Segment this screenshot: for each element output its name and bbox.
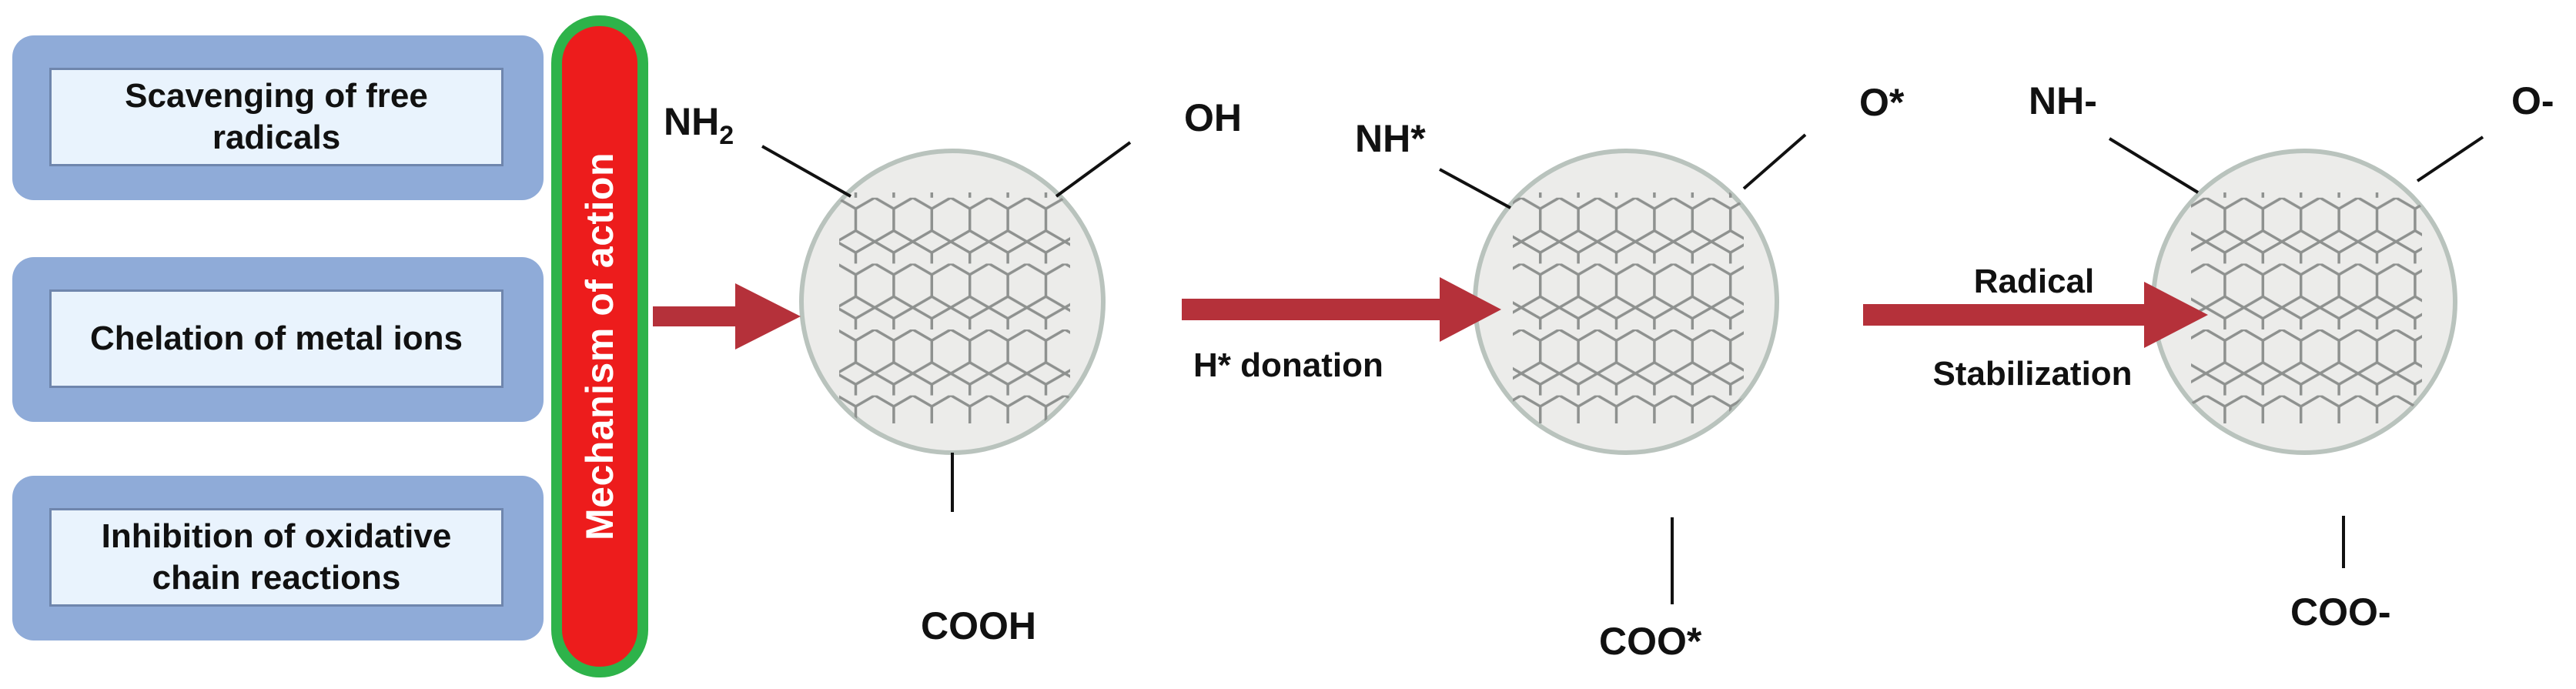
step-2-label-top: Radical (1974, 263, 2095, 300)
bond-1-upper-right (1055, 141, 1132, 198)
mechanism-label-chelation: Chelation of metal ions (49, 289, 503, 388)
bond-1-upper-left (761, 145, 851, 198)
bond-3-upper-left (2108, 137, 2200, 194)
step-1-label: H* donation (1193, 346, 1383, 384)
flow-arrow-3 (1863, 282, 2208, 348)
group-1-upper-left: NH2 (664, 100, 734, 150)
group-1-upper-right: OH (1184, 96, 1242, 139)
group-3-upper-left: NH- (2029, 79, 2097, 122)
step-2-label-bottom: Stabilization (1932, 355, 2132, 393)
mechanism-of-action-pill: Mechanism of action (551, 15, 648, 677)
graphene-sphere-3: NH- O- COO- (2029, 79, 2554, 634)
flow-arrow-1 (653, 283, 801, 350)
bond-2-upper-right (1742, 133, 1807, 190)
mechanism-label-scavenging: Scavenging of free radicals (49, 68, 503, 166)
graphene-sphere-1: NH2 OH COOH (664, 96, 1242, 647)
group-3-upper-right: O- (2511, 79, 2554, 122)
bond-2-upper-left (1439, 168, 1511, 209)
bond-3-upper-right (2416, 135, 2484, 182)
sphere-1-hex-lattice (839, 192, 1070, 423)
mechanism-label-inhibition: Inhibition of oxidative chain reactions (49, 508, 503, 607)
sphere-3-hex-lattice (2191, 192, 2422, 423)
group-2-upper-left: NH* (1355, 117, 1426, 160)
graphene-sphere-2: NH* O* COO* (1355, 81, 1905, 663)
group-2-upper-right: O* (1859, 81, 1905, 124)
mechanism-box-inhibition: Inhibition of oxidative chain reactions (12, 476, 544, 641)
sphere-2-hex-lattice (1513, 192, 1744, 423)
group-1-bottom: COOH (921, 604, 1036, 647)
group-3-bottom: COO- (2290, 590, 2391, 634)
group-2-bottom: COO* (1599, 620, 1702, 663)
mechanism-box-scavenging: Scavenging of free radicals (12, 35, 544, 200)
mechanism-box-chelation: Chelation of metal ions (12, 257, 544, 422)
flow-arrow-2 (1182, 277, 1501, 342)
